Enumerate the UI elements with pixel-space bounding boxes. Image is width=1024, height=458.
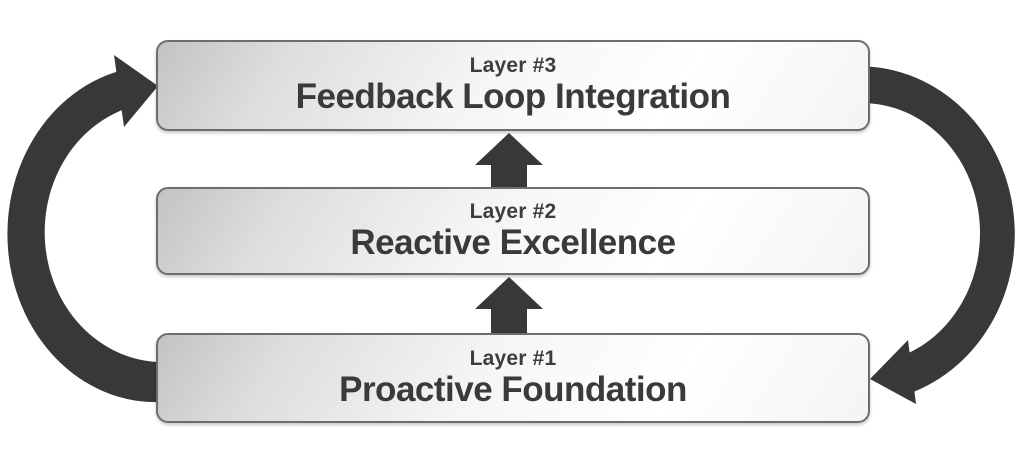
layer-3-title: Feedback Loop Integration [295, 77, 731, 117]
up-arrow-top-icon [475, 133, 543, 193]
layer-box-1: Layer #1 Proactive Foundation [156, 333, 870, 423]
cycle-arrow-right-head-icon [870, 340, 916, 404]
layer-1-label: Layer #1 [469, 346, 557, 370]
layer-box-2: Layer #2 Reactive Excellence [156, 187, 870, 275]
up-arrow-bottom-icon [475, 277, 543, 338]
layer-2-label: Layer #2 [469, 199, 557, 223]
layer-box-3: Layer #3 Feedback Loop Integration [156, 40, 870, 131]
layer-3-label: Layer #3 [469, 54, 557, 78]
cycle-arrow-left-icon [7, 69, 184, 403]
layer-1-title: Proactive Foundation [339, 369, 687, 409]
layer-2-title: Reactive Excellence [350, 222, 676, 262]
cycle-arrow-left-head-icon [114, 55, 158, 127]
cycle-arrow-right-icon [838, 66, 1015, 394]
